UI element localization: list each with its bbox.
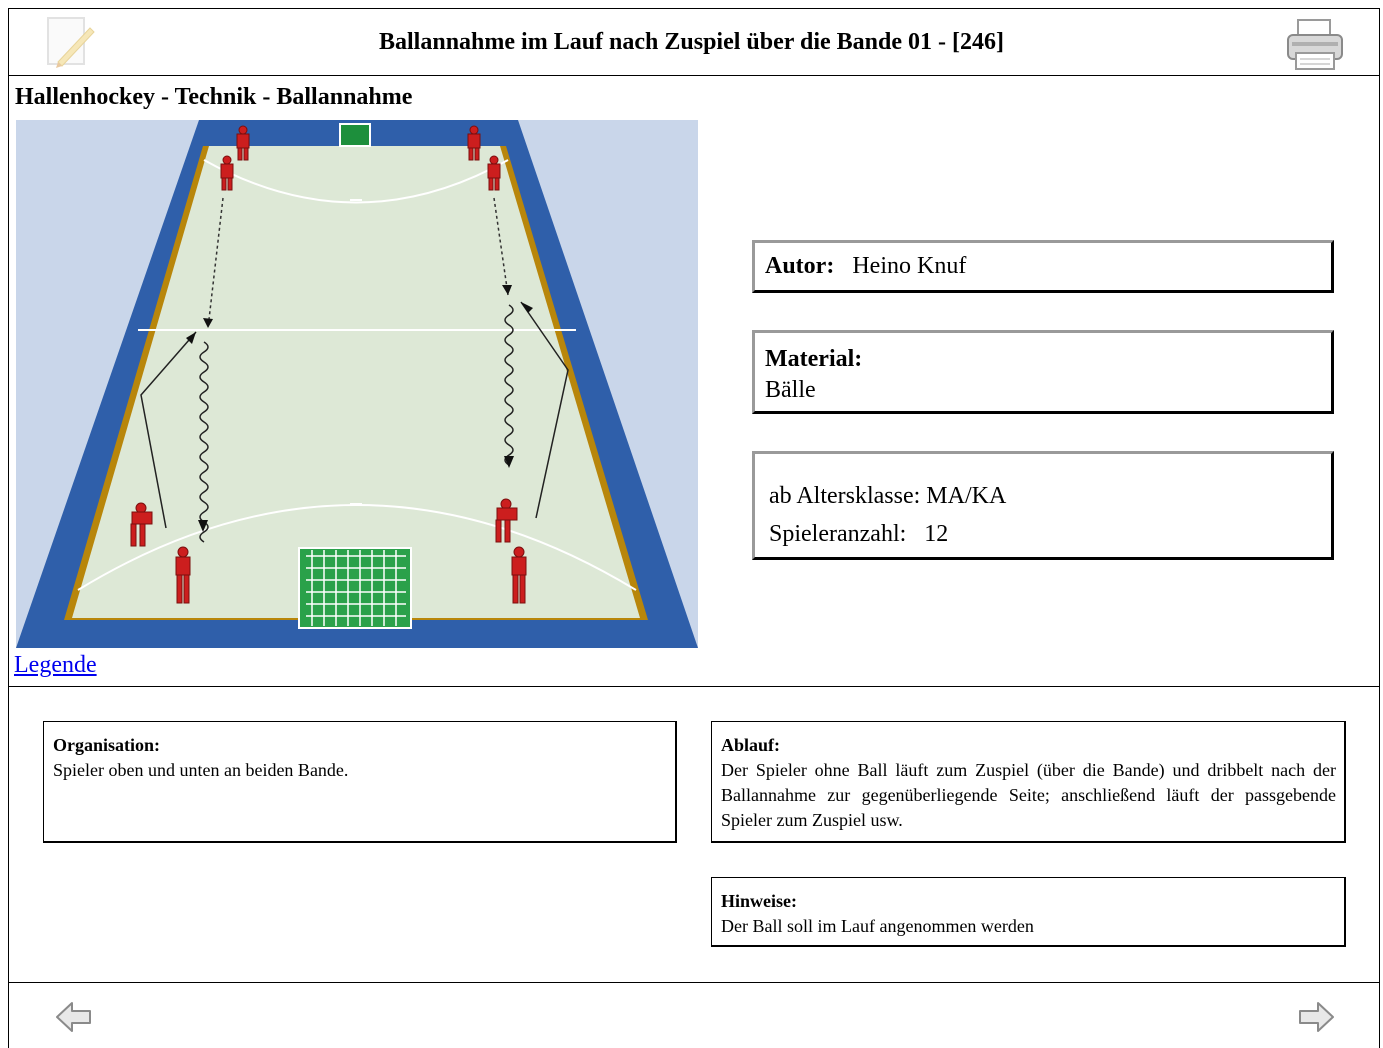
organisation-label: Organisation: — [53, 735, 161, 755]
legend-link[interactable]: Legende — [14, 652, 97, 678]
author-value: Heino Knuf — [852, 253, 967, 279]
ablauf-label: Ablauf: — [721, 735, 781, 755]
page-title: Ballannahme im Lauf nach Zuspiel über di… — [379, 29, 1004, 55]
arrow-right-icon[interactable] — [1297, 998, 1335, 1036]
hinweise-box: Hinweise: Der Ball soll im Lauf angenomm… — [711, 877, 1346, 947]
section-heading: Hallenhockey - Technik - Ballannahme — [15, 84, 413, 110]
goal-net — [298, 547, 412, 629]
arrow-left-icon[interactable] — [55, 998, 93, 1036]
material-label: Material: — [765, 346, 863, 372]
ablauf-box: Ablauf: Der Spieler ohne Ball läuft zum … — [711, 721, 1346, 843]
organisation-text: Spieler oben und unten an beiden Bande. — [53, 760, 349, 780]
age-class: ab Altersklasse: MA/KA — [769, 483, 1007, 509]
material-value: Bälle — [765, 377, 816, 403]
edit-note-icon[interactable] — [44, 14, 98, 70]
author-box: Autor: Heino Knuf — [752, 240, 1334, 293]
organisation-box: Organisation: Spieler oben und unten an … — [43, 721, 677, 843]
author-label: Autor: — [765, 253, 835, 279]
footer-divider — [8, 982, 1380, 983]
section-divider — [8, 686, 1380, 687]
ablauf-text: Der Spieler ohne Ball läuft zum Zuspiel … — [721, 760, 1336, 830]
header-divider — [8, 75, 1380, 76]
hinweise-label: Hinweise: — [721, 891, 797, 911]
hockey-field-drill-diagram — [16, 120, 698, 648]
printer-icon[interactable] — [1284, 18, 1346, 72]
players-value: 12 — [924, 521, 949, 547]
meta-box: ab Altersklasse: MA/KA Spieleranzahl: 12 — [752, 451, 1334, 560]
players-label: Spieleranzahl: — [769, 521, 907, 547]
page-frame — [8, 8, 1380, 1048]
material-box: Material: Bälle — [752, 330, 1334, 414]
hinweise-text: Der Ball soll im Lauf angenommen werden — [721, 916, 1034, 936]
